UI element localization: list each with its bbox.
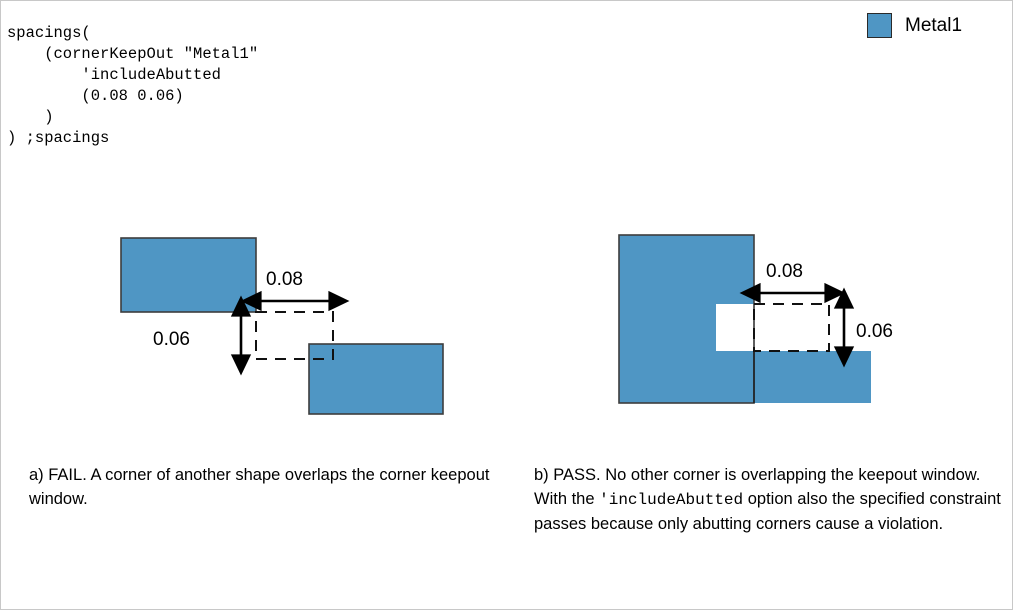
pass-vertical-dimension-label: 0.06	[856, 321, 893, 342]
pass-keepout-window	[753, 303, 830, 352]
caption-pass-code-fragment: 'includeAbutted	[599, 491, 744, 509]
pass-horizontal-dimension-label: 0.08	[766, 261, 803, 282]
caption-pass-prefix: b) PASS. No other corner is overlapping …	[534, 466, 981, 508]
fail-metal-shape-upper	[120, 237, 257, 313]
pass-notch-cutout	[716, 304, 755, 351]
pass-metal-shape-right	[754, 351, 871, 403]
caption-fail: a) FAIL. A corner of another shape overl…	[29, 466, 490, 508]
caption-pass: b) PASS. No other corner is overlapping …	[534, 463, 1004, 536]
diagram-pass: 0.08 0.06	[618, 234, 893, 404]
diagrams-illustration: 0.08 0.06 0.08 0.06	[120, 234, 893, 415]
fail-horizontal-dimension-label: 0.08	[266, 269, 303, 290]
caption-pass-suffix: option also the specified constraint pas…	[534, 490, 1001, 533]
legend: Metal1	[867, 13, 962, 38]
skill-code-listing: spacings( (cornerKeepOut "Metal1" 'inclu…	[7, 23, 259, 147]
fail-vertical-dimension-label: 0.06	[153, 329, 190, 350]
legend-label-metal1: Metal1	[905, 15, 963, 36]
diagram-fail: 0.08 0.06	[120, 237, 444, 415]
fail-metal-shape-lower	[308, 343, 444, 415]
fail-keepout-window	[255, 311, 334, 360]
legend-swatch-metal1-icon	[867, 13, 892, 38]
